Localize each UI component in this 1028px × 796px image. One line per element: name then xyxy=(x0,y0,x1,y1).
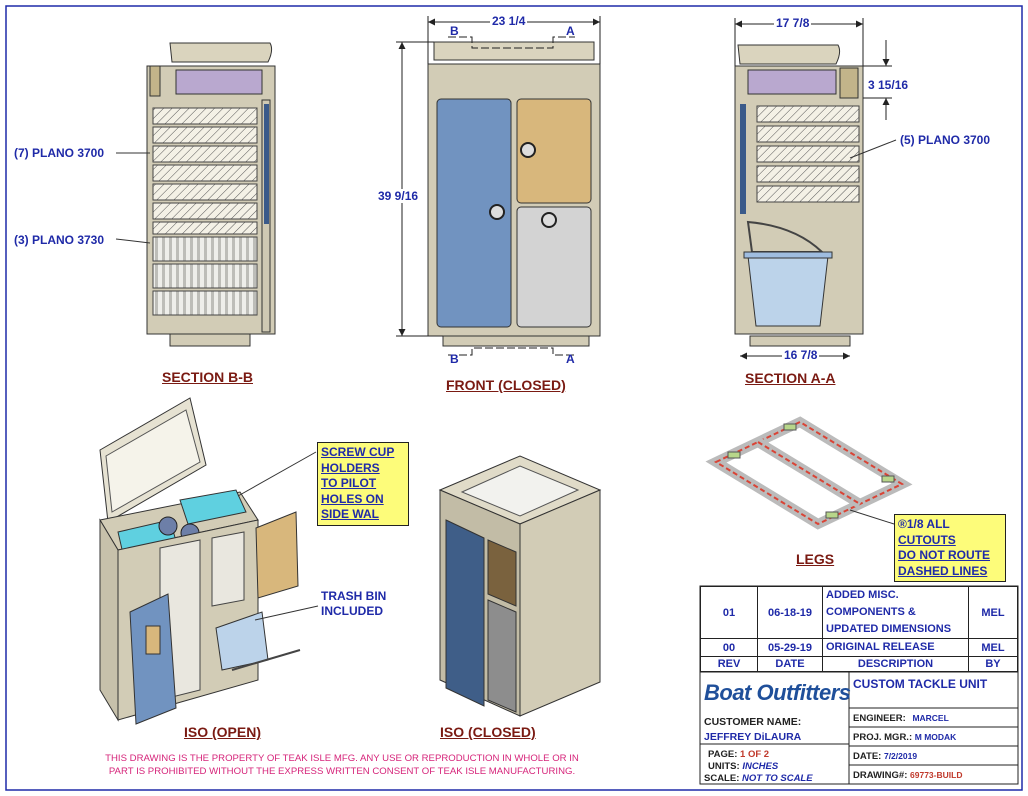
date-label: DATE: xyxy=(853,751,882,762)
units-value: INCHES xyxy=(742,761,779,772)
note-line: SCREW CUP xyxy=(321,445,395,459)
pm-label: PROJ. MGR.: xyxy=(853,732,913,743)
dim-front-width: 23 1/4 xyxy=(490,14,528,28)
scale-value: NOT TO SCALE xyxy=(742,773,813,784)
rev-cell: 01 xyxy=(700,586,758,639)
dim-front-height: 39 9/16 xyxy=(376,189,421,203)
pm-field: PROJ. MGR.: M MODAK xyxy=(853,732,956,743)
customer-value: JEFFREY DiLAURA xyxy=(704,731,802,743)
drawing-number-value: 69773-BUILD xyxy=(910,770,963,780)
date-cell: 05-29-19 xyxy=(757,638,823,657)
front-view-title: FRONT (CLOSED) xyxy=(446,377,566,393)
note-line: SIDE WAL xyxy=(321,507,380,521)
engineer-field: ENGINEER: MARCEL xyxy=(853,713,949,724)
pm-value: M MODAK xyxy=(914,732,957,742)
note-cutouts: ®1/8 ALL CUTOUTS DO NOT ROUTE DASHED LIN… xyxy=(894,514,1006,582)
section-bb-title: SECTION B-B xyxy=(162,369,253,385)
note-line: CUTOUTS xyxy=(898,532,956,547)
date-cell: 06-18-19 xyxy=(757,586,823,639)
date-field: DATE: 7/2/2019 xyxy=(853,751,917,762)
description-line: ADDED MISC. xyxy=(826,589,899,601)
iso-open-view xyxy=(99,397,319,725)
iso-open-title: ISO (OPEN) xyxy=(184,724,262,740)
units-label: UNITS: xyxy=(708,761,740,772)
note-line: ®1/8 ALL xyxy=(898,517,950,531)
header-rev: REV xyxy=(700,656,758,672)
callout-trash-bin-line: TRASH BIN xyxy=(321,589,387,603)
note-screw-cup: SCREW CUP HOLDERS TO PILOT HOLES ON SIDE… xyxy=(317,442,409,526)
header-description: DESCRIPTION xyxy=(822,656,969,672)
engineer-value: MARCEL xyxy=(912,713,949,723)
page-label: PAGE: xyxy=(708,749,738,760)
page-value: 1 OF 2 xyxy=(740,749,770,760)
rev-cell: 00 xyxy=(700,638,758,657)
engineer-label: ENGINEER: xyxy=(853,713,906,724)
revision-table: 01 06-18-19 ADDED MISC. COMPONENTS & UPD… xyxy=(700,586,1018,672)
by-cell: MEL xyxy=(968,638,1018,657)
note-line: TO PILOT xyxy=(321,476,377,490)
note-line: DASHED LINES xyxy=(898,563,988,578)
callout-plano-3700-5: (5) PLANO 3700 xyxy=(900,133,991,147)
dim-side-width-top: 17 7/8 xyxy=(774,16,812,30)
callout-plano-3730-3: (3) PLANO 3730 xyxy=(14,233,105,247)
section-marker-b-top: B xyxy=(450,24,459,38)
header-by: BY xyxy=(968,656,1018,672)
iso-closed-title: ISO (CLOSED) xyxy=(440,724,536,740)
section-bb-view xyxy=(115,42,276,347)
disclaimer-line: THIS DRAWING IS THE PROPERTY OF TEAK ISL… xyxy=(105,753,579,764)
section-marker-a-bottom: A xyxy=(566,352,575,366)
section-aa-title: SECTION A-A xyxy=(745,370,836,386)
drawing-number-field: DRAWING#: 69773-BUILD xyxy=(853,770,962,781)
callout-plano-3700-7: (7) PLANO 3700 xyxy=(14,146,105,160)
iso-closed-view xyxy=(438,455,602,717)
company-logo: Boat Outfitters xyxy=(704,680,851,705)
callout-trash-bin-line: INCLUDED xyxy=(321,604,383,618)
drawing-number-label: DRAWING#: xyxy=(853,770,908,781)
legs-title: LEGS xyxy=(796,551,835,567)
by-cell: MEL xyxy=(968,586,1018,639)
disclaimer: THIS DRAWING IS THE PROPERTY OF TEAK ISL… xyxy=(92,752,592,778)
section-marker-b-bottom: B xyxy=(450,352,459,366)
description-cell: ADDED MISC. COMPONENTS & UPDATED DIMENSI… xyxy=(822,586,969,639)
date-value: 7/2/2019 xyxy=(883,751,918,761)
drawing-title: CUSTOM TACKLE UNIT xyxy=(853,677,988,691)
legs-view xyxy=(705,416,913,530)
section-marker-a-top: A xyxy=(566,24,575,38)
description-line: UPDATED DIMENSIONS xyxy=(826,623,952,635)
units-field: UNITS: INCHES xyxy=(708,761,778,772)
customer-label: CUSTOMER NAME: xyxy=(704,716,802,728)
dim-side-lid-height: 3 15/16 xyxy=(866,78,911,92)
section-aa-view xyxy=(734,18,897,360)
note-line: HOLES ON xyxy=(321,491,384,506)
revision-row: 01 06-18-19 ADDED MISC. COMPONENTS & UPD… xyxy=(700,586,1018,639)
note-line: DO NOT ROUTE xyxy=(898,548,990,562)
scale-label: SCALE: xyxy=(704,773,740,784)
description-cell: ORIGINAL RELEASE xyxy=(822,638,969,657)
revision-header-row: REV DATE DESCRIPTION BY xyxy=(700,656,1018,672)
front-view xyxy=(396,16,601,356)
sheet-border xyxy=(5,5,1023,791)
disclaimer-line: PART IS PROHIBITED WITHOUT THE EXPRESS W… xyxy=(108,766,576,777)
callout-trash-bin: TRASH BIN INCLUDED xyxy=(321,589,386,619)
scale-field: SCALE: NOT TO SCALE xyxy=(704,773,813,784)
dim-side-width-bottom: 16 7/8 xyxy=(782,348,820,362)
revision-row: 00 05-29-19 ORIGINAL RELEASE MEL xyxy=(700,638,1018,657)
header-date: DATE xyxy=(757,656,823,672)
description-line: COMPONENTS & xyxy=(826,606,916,618)
note-line: HOLDERS xyxy=(321,460,380,475)
page-field: PAGE: 1 OF 2 xyxy=(708,749,769,760)
